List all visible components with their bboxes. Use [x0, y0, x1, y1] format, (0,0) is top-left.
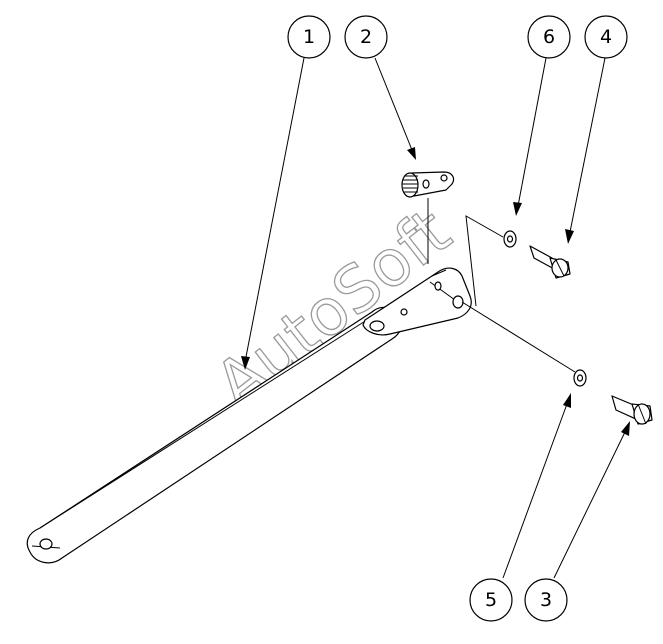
arrowhead-2 — [407, 147, 416, 160]
leader-3 — [553, 431, 626, 579]
balloon-5: 5 — [469, 578, 513, 622]
arrowhead-1 — [241, 356, 250, 370]
arrowhead-5 — [563, 393, 571, 408]
knurled-knob-part — [401, 171, 455, 198]
balloon-4: 4 — [584, 15, 628, 59]
link-plate-part — [362, 267, 472, 336]
arrowhead-4 — [565, 229, 574, 244]
balloon-3: 3 — [524, 578, 568, 622]
balloon-1: 1 — [287, 15, 331, 59]
balloon-label: 1 — [303, 26, 315, 48]
plate-hole-upper — [434, 281, 442, 291]
leader-1 — [244, 57, 305, 363]
lever-arm-part — [26, 306, 403, 564]
balloon-label: 4 — [600, 26, 612, 48]
washer-5-part — [573, 369, 587, 387]
balloon-label: 3 — [540, 589, 552, 611]
balloon-label: 2 — [360, 26, 372, 48]
plate-small-hole — [400, 308, 408, 316]
lever-end-hole — [39, 538, 53, 550]
bolt-4-part — [529, 245, 571, 279]
leader-2 — [374, 57, 413, 151]
washer-6-part — [503, 230, 517, 248]
plate-pivot-hole — [452, 295, 464, 309]
bolt4-assembly-line — [465, 215, 504, 307]
plate-hole-left — [369, 320, 385, 332]
balloon-6: 6 — [527, 15, 571, 59]
arrowhead-6 — [513, 202, 522, 216]
balloon-2: 2 — [344, 15, 388, 59]
leader-6 — [517, 57, 547, 207]
leader-5 — [502, 403, 568, 579]
leader-4 — [569, 57, 606, 233]
balloon-label: 5 — [485, 589, 497, 611]
arrowhead-3 — [621, 421, 630, 436]
bolt3-assembly-line — [461, 301, 576, 373]
balloon-label: 6 — [543, 26, 555, 48]
bolt-3-part — [611, 395, 653, 425]
leader-lines — [241, 57, 630, 579]
